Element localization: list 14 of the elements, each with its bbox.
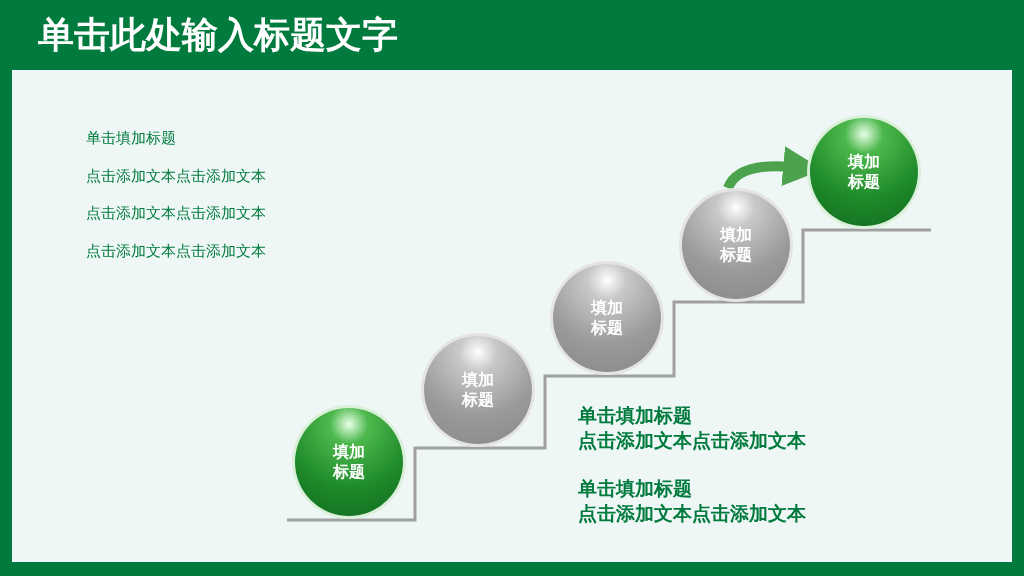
- heading-text: 单击填加标题: [578, 404, 692, 427]
- body-text: 点击添加文本点击添加文本: [86, 241, 266, 260]
- step-label: 填加标题: [719, 225, 753, 265]
- heading-text: 单击填加标题: [86, 128, 176, 147]
- slide-title: 单击此处输入标题文字: [38, 13, 398, 57]
- step-label: 填加标题: [847, 152, 881, 192]
- body-text: 点击添加文本点击添加文本: [578, 502, 806, 525]
- body-text: 点击添加文本点击添加文本: [86, 166, 266, 185]
- heading-text: 单击填加标题: [578, 477, 692, 500]
- step-label: 填加标题: [590, 298, 624, 338]
- step-label: 填加标题: [461, 370, 495, 410]
- step-label: 填加标题: [332, 442, 366, 482]
- body-text: 点击添加文本点击添加文本: [578, 429, 806, 452]
- body-text: 点击添加文本点击添加文本: [86, 203, 266, 222]
